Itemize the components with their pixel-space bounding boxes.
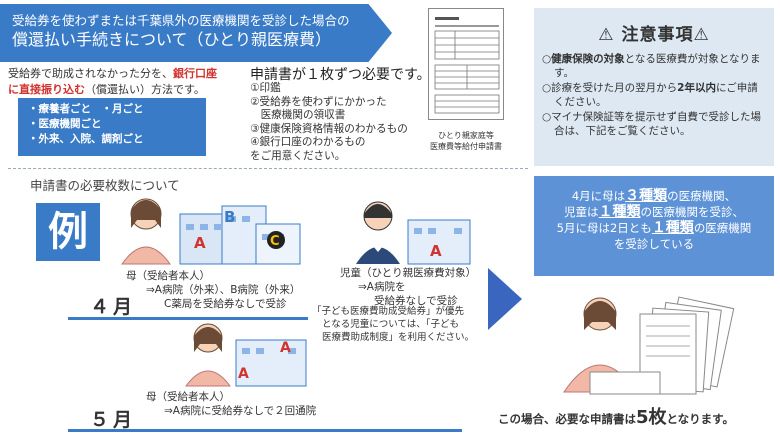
pharmacy-c-letter: C [270,234,280,249]
banner-subtitle: 受給券を使わずまたは千葉県外の医療機関を受診した場合の [12,13,350,28]
summary-emph: １種類 [651,220,694,236]
note-line: となる児童については、「子ども [322,319,459,330]
hospital-a-letter: A [194,234,206,252]
summary-box: 4月に母は３種類の医療機関、 児童は１種類の医療機関を受診、 5月に母は2日とも… [534,176,774,276]
application-form-image [428,8,504,120]
requirement-list: ①印鑑 ②受給券を使わずにかかった 医療機関の領収書 ③健康保険資格情報のわかる… [250,82,408,164]
may-hospital-a-letter: A [280,340,291,356]
summary-text: の医療機関、 [667,189,737,203]
summary-text: 児童は [564,205,599,219]
child-caption: 児童（ひとり親医療費対象） ⇒A病院を 受給券なしで受診 [340,266,476,308]
notice-bold: 健康保険の対象 [551,53,625,65]
mother-hospital-illustration: B A C [121,198,301,265]
requirement-item: ②受給券を使わずにかかった [250,95,387,108]
notice-text: ○診療を受けた月の翌月から [542,82,678,94]
intro-direct: に直接振り込む [8,83,85,96]
caption-line: 母（受給者本人） [126,270,210,282]
caption-line: C薬局を受給券なしで受診 [164,298,287,310]
hospital-b-letter: B [224,208,235,226]
intro-method: （償還払い）方法です。 [85,83,205,96]
mother-may-illustration: A A [185,323,307,387]
summary-text: 5月に母は2日とも [556,221,652,235]
requirement-item: ①印鑑 [250,82,281,94]
section-divider [8,168,528,169]
summary-emph: １種類 [598,204,641,220]
notice-item: ○マイナ保険証等を提示せず自費で受診した場合は、下記をご覧ください。 [542,111,766,138]
child-hospital-illustration: A [356,201,471,265]
form-caption-line: ひとり親家庭等 [438,131,494,140]
caption-line: ⇒A病院を [358,281,406,293]
summary-text: の医療機関を受診、 [640,205,745,219]
intro-bank: 銀行口座 [173,67,217,80]
caption-line: 受給券なしで受診 [374,295,458,307]
header-banner: 受給券を使わずまたは千葉県外の医療機関を受診した場合の 償還払い手続きについて（… [0,4,392,62]
may-underline [68,429,462,432]
note-line: 「子ども医療費助成受給券」が優先 [312,306,465,317]
notice-text: ○ [542,53,552,65]
april-underline [68,317,308,320]
caption-line: ⇒A病院に受給券なしで２回通院 [164,405,317,417]
unit-item: ・医療機関ごと [28,118,102,130]
notice-title: ⚠ 注意事項⚠ [598,25,710,45]
may-hospital-a-letter: A [238,366,249,382]
notice-item: ○健康保険の対象となる医療費が対象となります。 [542,53,766,80]
requirement-item: ③健康保険資格情報のわかるもの [250,122,408,135]
requirement-item: ④銀行口座のわかるもの [250,136,366,149]
notice-item: ○診療を受けた月の翌月から2年以内にご申請ください。 [542,82,766,109]
intro-part: 受給券で助成されなかった分を、 [8,67,173,80]
may-label: ５月 [90,409,137,431]
notice-box: ⚠ 注意事項⚠ ○健康保険の対象となる医療費が対象となります。 ○診療を受けた月… [534,8,774,166]
april-label: ４月 [90,296,137,318]
notice-text: となる医療費が対象となります。 [554,53,761,79]
notice-text: ○マイナ保険証等を提示せず自費で受診した場合は、下記をご覧ください。 [542,111,761,137]
note-line: 医療費助成制度」を利用ください。 [322,332,475,343]
banner-title: 償還払い手続きについて（ひとり親医療費） [12,30,332,49]
child-note: 「子ども医療費助成受給券」が優先 となる児童については、「子ども 医療費助成制度… [312,305,474,344]
caption-line: ⇒A病院（外来）、B病院（外来） [146,284,301,296]
unit-item: ・療養者ごと ・月ごと [28,103,144,115]
unit-item: ・外来、入院、調剤ごと [28,133,144,145]
mother-april-caption: 母（受給者本人） ⇒A病院（外来）、B病院（外来） C薬局を受給券なしで受診 [126,269,300,311]
form-caption-line: 医療費等給付申請書 [430,142,502,151]
woman-with-forms-illustration [563,296,735,395]
summary-emph: ３種類 [625,188,668,204]
arrow-icon [488,268,522,330]
final-text: となります。 [666,412,735,426]
requirement-item: をご用意ください。 [250,149,346,162]
mother-may-caption: 母（受給者本人） ⇒A病院に受給券なしで２回通院 [146,390,316,418]
form-caption: ひとり親家庭等 医療費等給付申請書 [420,130,512,152]
summary-text: 4月に母は [571,189,626,203]
example-badge: 例 [36,203,100,261]
final-text: この場合、必要な申請書は [498,412,636,426]
requirement-heading: 申請書が１枚ずつ必要です。 [250,67,431,83]
section-title: 申請書の必要枚数について [30,178,180,193]
notice-text: にご申請ください。 [554,82,758,108]
summary-text: の医療機関 [693,221,752,235]
requirement-item: 医療機関の領収書 [250,109,346,122]
summary-text: を受診している [613,237,695,251]
final-conclusion: この場合、必要な申請書は5枚となります。 [498,403,734,429]
child-hospital-a-letter: A [430,242,442,260]
intro-text: 受給券で助成されなかった分を、銀行口座 に直接振り込む（償還払い）方法です。 [8,66,253,98]
final-count: 5枚 [636,407,667,428]
caption-line: 母（受給者本人） [146,391,230,403]
unit-list: ・療養者ごと ・月ごと ・医療機関ごと ・外来、入院、調剤ごと [18,98,206,156]
notice-bold: 2年以内 [677,82,716,94]
caption-line: 児童（ひとり親医療費対象） [340,267,477,279]
